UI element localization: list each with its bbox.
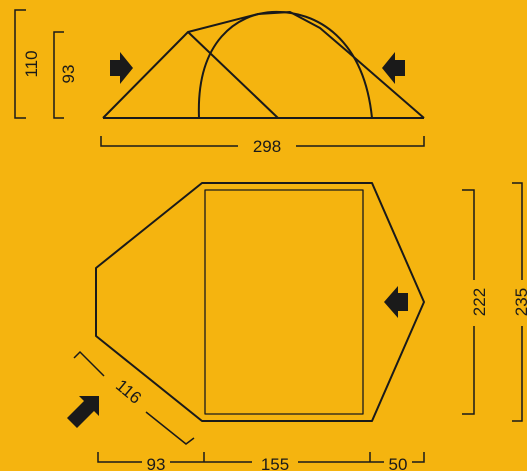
inner-tent-rect	[204, 189, 364, 415]
entrance-arrow-icon	[384, 286, 408, 318]
bottom-dimension-lines	[97, 452, 425, 463]
width-dimension-brackets	[462, 182, 523, 422]
rear-depth-label: 50	[389, 455, 408, 471]
vestibule-depth-label: 93	[147, 455, 166, 471]
length-label: 298	[253, 137, 281, 156]
side-view	[102, 10, 425, 119]
height-inner-label: 93	[59, 65, 78, 84]
entrance-arrow-icon	[67, 396, 99, 428]
height-outer-label: 110	[22, 50, 41, 77]
side-fly-outline	[102, 11, 425, 119]
height-dimension-brackets	[14, 9, 64, 119]
outer-width-label: 235	[512, 288, 527, 316]
length-dimension-line	[100, 136, 425, 147]
inner-width-label: 222	[470, 288, 489, 316]
side-dome-arc	[197, 10, 373, 119]
entrance-arrow-icon	[382, 52, 405, 84]
vestibule-diagonal-label: 116	[112, 376, 145, 408]
entrance-arrow-icon	[110, 52, 133, 84]
inner-length-label: 155	[261, 455, 289, 471]
diagonal-dimension-line	[73, 350, 195, 445]
side-diagonal	[187, 31, 279, 119]
floor-plan	[95, 182, 425, 422]
floor-plan-outline	[95, 182, 425, 422]
